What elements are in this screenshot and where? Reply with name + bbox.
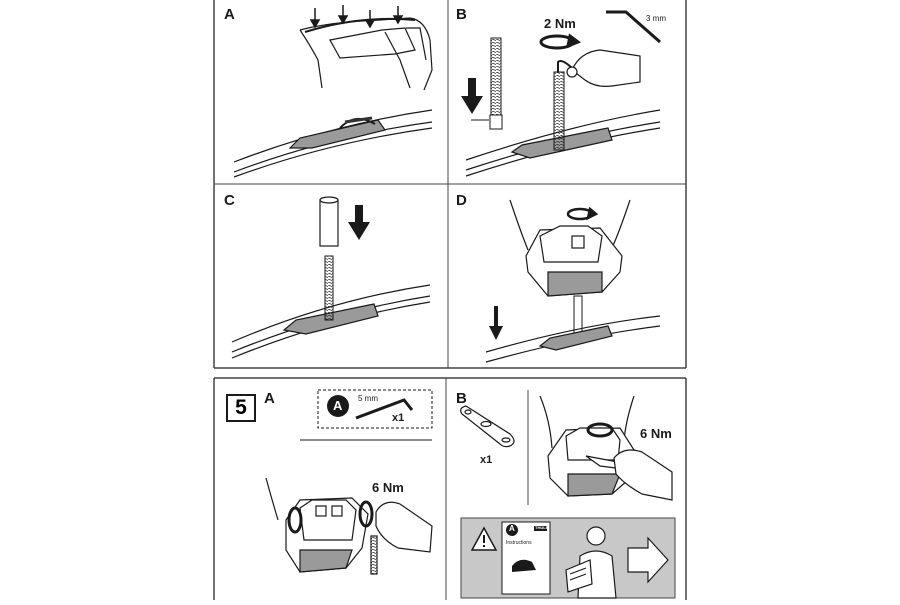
panel-d-label: D (456, 192, 467, 209)
down-arrow-icon (489, 306, 503, 340)
tool-badge-letter: A (333, 398, 343, 413)
step-5-b-foot (539, 395, 635, 497)
step-5-b-quantity: x1 (480, 454, 493, 466)
adapter-plate (460, 405, 515, 448)
step-5-a-foot (265, 477, 378, 575)
panel-b-label: B (456, 6, 467, 23)
panel-c-sleeve (319, 196, 339, 247)
doc-brand: THULE (535, 525, 549, 530)
panel-c-bolt (324, 255, 334, 321)
panel-d-foot (509, 199, 631, 297)
panel-c-label: C (224, 192, 235, 209)
rotation-arrow-icon (566, 206, 599, 221)
person-reading-icon (565, 526, 617, 599)
step-5-a-hand (375, 501, 433, 553)
step-5-b-hand (613, 449, 673, 501)
tool-badge (327, 395, 349, 417)
step-number: 5 (226, 394, 256, 422)
lower-frame (213, 377, 687, 600)
panel-a-down-arrows (309, 5, 404, 29)
panel-a-label: A (224, 6, 235, 23)
panel-b-hand (566, 49, 641, 87)
step-5-b-label: B (456, 390, 467, 407)
rotation-arrow-icon (586, 422, 614, 438)
step-5-a-quantity: x1 (392, 412, 405, 424)
panel-a-roof-rail (233, 109, 433, 178)
doc-badge-letter: A (509, 524, 515, 533)
step-5-a-tool-size: 5 mm (358, 394, 378, 403)
rotation-arrow-icon (287, 500, 374, 534)
torque-label: 2 Nm (544, 16, 576, 31)
right-arrow-icon (627, 536, 669, 584)
panel-d-rail (485, 315, 661, 363)
doc-title: Instructions (506, 540, 532, 546)
tool-size-label: 3 mm (646, 14, 666, 23)
panel-a-car-roof (299, 17, 433, 91)
step-5-b-torque: 6 Nm (640, 426, 672, 441)
allen-key-icon (606, 10, 661, 44)
allen-key-icon (355, 398, 414, 420)
warning-triangle-icon (470, 526, 498, 551)
panel-b-bolt-loose (489, 37, 503, 130)
down-arrow-icon (348, 205, 370, 240)
upper-frame (213, 0, 687, 369)
instruction-document (501, 521, 551, 595)
tool-box (317, 389, 433, 429)
step-5-a-label: A (264, 390, 275, 407)
down-arrow-icon (461, 78, 483, 114)
step-5-a-torque: 6 Nm (372, 480, 404, 495)
rotation-arrow-icon (539, 33, 582, 50)
